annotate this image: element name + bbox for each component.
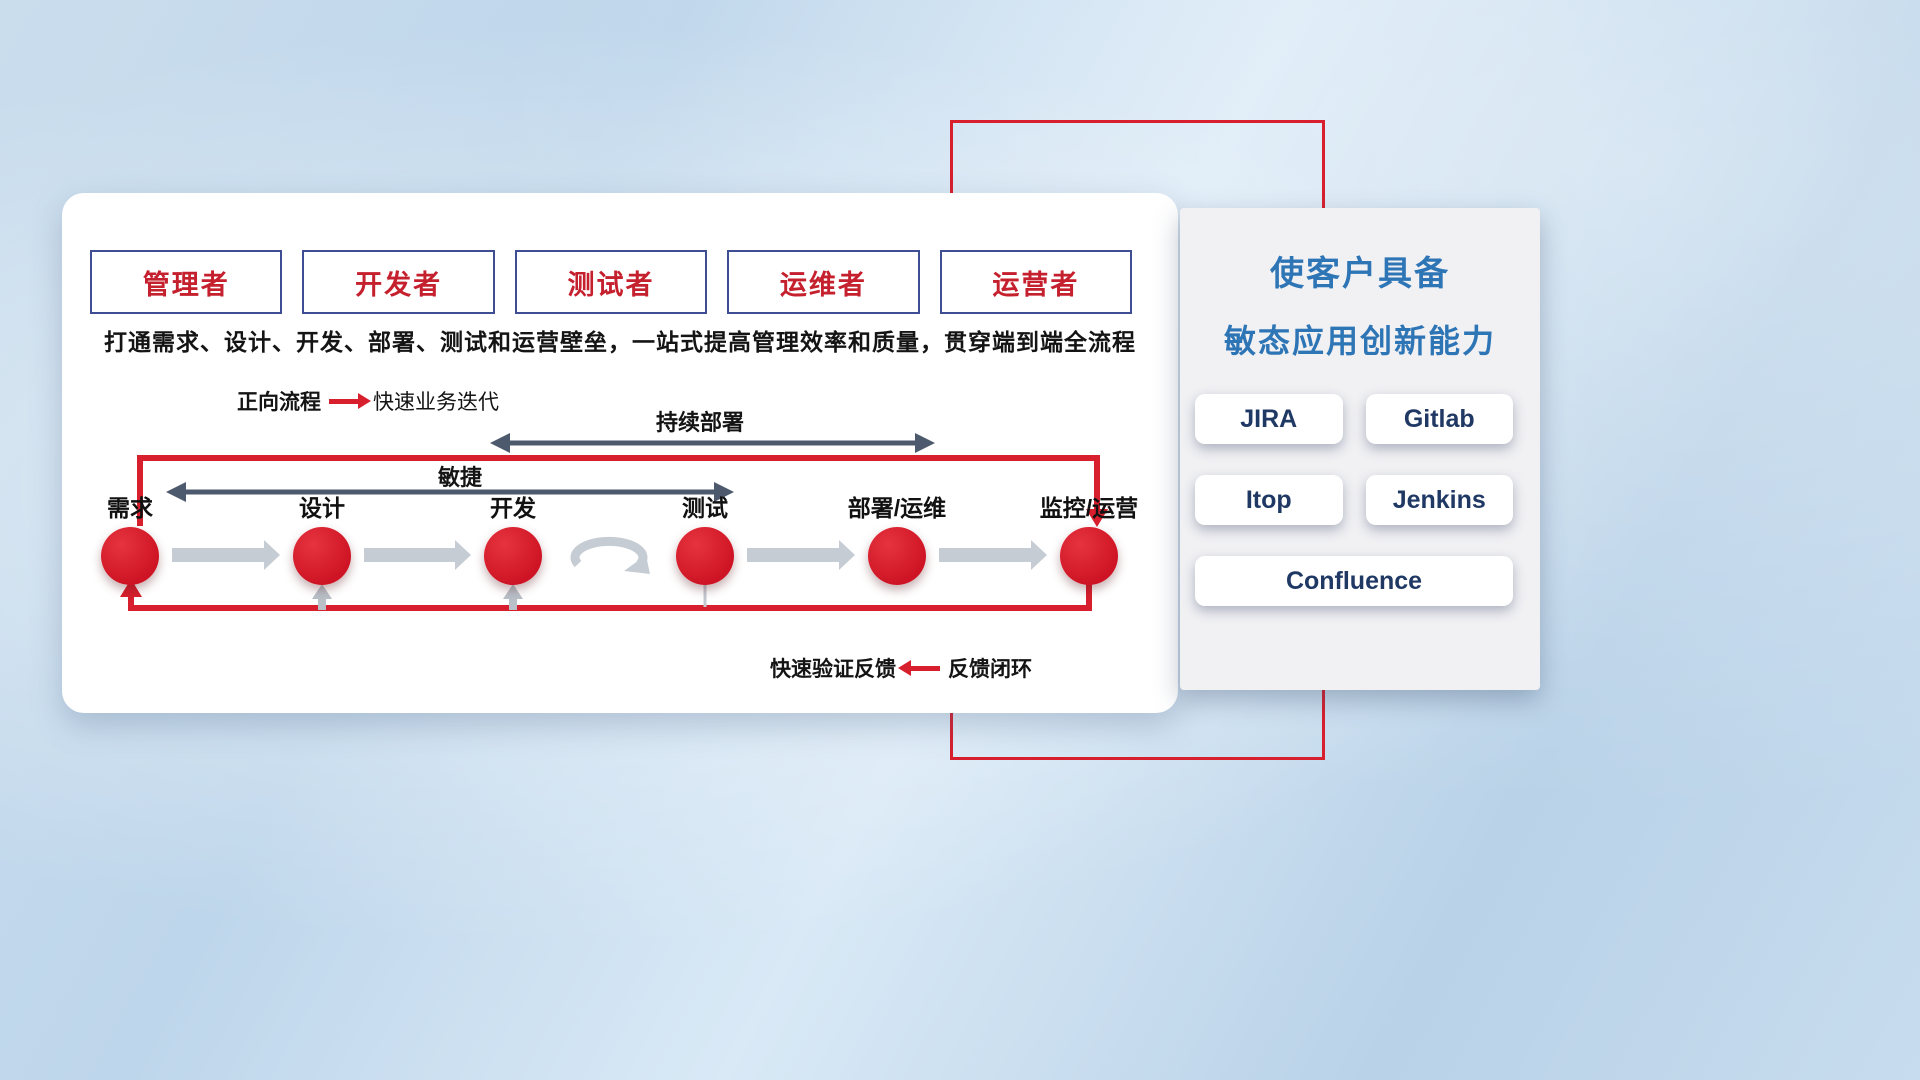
stage-arrow-icon [939, 540, 1047, 570]
devops-flow-card: 管理者 开发者 测试者 运维者 运营者 打通需求、设计、开发、部署、测试和运营壁… [62, 193, 1178, 713]
feedback-up-arrow-design [312, 584, 332, 610]
stage-circle-icon [1060, 527, 1118, 585]
stage-label: 开发 [490, 495, 536, 521]
card-description: 打通需求、设计、开发、部署、测试和运营壁垒，一站式提高管理效率和质量，贯穿端到端… [104, 329, 1136, 355]
stage-circle-icon [484, 527, 542, 585]
panel-title-line2: 敏态应用创新能力 [1223, 323, 1496, 359]
feedback-legend-label: 快速验证反馈 [770, 658, 896, 681]
role-label: 开发者 [355, 269, 443, 300]
agile-range-arrow [166, 482, 734, 502]
stage-arrow-icon [364, 540, 471, 570]
feedback-up-arrow-develop [503, 584, 523, 610]
iteration-loop-icon [570, 536, 650, 574]
forward-flow-line [137, 455, 1108, 527]
stage-arrow-icon [172, 540, 280, 570]
role-label: 运维者 [779, 269, 867, 300]
stage-arrow-icon [747, 540, 855, 570]
stage-label: 测试 [682, 495, 728, 521]
continuous-deployment-range-arrow [490, 433, 935, 453]
role-box-manager: 管理者 [90, 250, 283, 314]
agile-label: 敏捷 [437, 465, 482, 490]
flow-stage-develop: 开发 [453, 493, 573, 585]
stage-circle-icon [868, 527, 926, 585]
tool-button-jenkins: Jenkins [1365, 475, 1513, 525]
tool-button-jira: JIRA [1195, 394, 1343, 444]
tools-grid: JIRA Gitlab Itop Jenkins Confluence [1195, 394, 1513, 606]
role-label: 运营者 [992, 269, 1080, 300]
flow-stage-monitor-operate: 监控/运营 [1029, 493, 1149, 585]
continuous-deployment-label: 持续部署 [655, 410, 744, 435]
feedback-legend-value: 反馈闭环 [948, 658, 1032, 681]
feedback-legend: 快速验证反馈 反馈闭环 [770, 653, 1032, 683]
tool-button-itop: Itop [1195, 475, 1343, 525]
stage-label: 需求 [107, 495, 153, 521]
forward-flow-legend: 正向流程 快速业务迭代 [237, 386, 499, 416]
role-box-ops: 运维者 [727, 250, 920, 314]
role-box-tester: 测试者 [514, 250, 708, 314]
stage-label: 设计 [299, 495, 345, 521]
role-label: 管理者 [142, 269, 230, 300]
stage-circle-icon [101, 527, 159, 585]
forward-arrow-icon [329, 393, 371, 409]
stage-circle-icon [676, 527, 734, 585]
roles-row: 管理者 开发者 测试者 运维者 运营者 [90, 250, 1133, 314]
tool-button-confluence: Confluence [1195, 556, 1513, 606]
flow-diagram-lines [120, 433, 1108, 611]
flow-stage-test: 测试 [645, 493, 765, 585]
flow-stage-design: 设计 [262, 493, 382, 585]
panel-title-line1: 使客户具备 [1270, 255, 1450, 293]
stage-label: 监控/运营 [1039, 495, 1139, 521]
role-box-operator: 运营者 [939, 250, 1133, 314]
feedback-flow-line [120, 579, 1092, 611]
flow-stage-deploy-ops: 部署/运维 [837, 493, 957, 585]
tool-button-gitlab: Gitlab [1365, 394, 1513, 444]
feedback-arrow-icon [898, 660, 940, 676]
forward-legend-label: 正向流程 [237, 391, 321, 414]
role-box-developer: 开发者 [302, 250, 495, 314]
forward-legend-value: 快速业务迭代 [373, 391, 499, 414]
flow-stage-requirements: 需求 [70, 493, 190, 585]
stage-label: 部署/运维 [847, 495, 947, 521]
stage-circle-icon [293, 527, 351, 585]
role-label: 测试者 [567, 269, 655, 300]
capability-panel: 使客户具备 敏态应用创新能力 JIRA Gitlab Itop Jenkins … [1180, 208, 1540, 690]
